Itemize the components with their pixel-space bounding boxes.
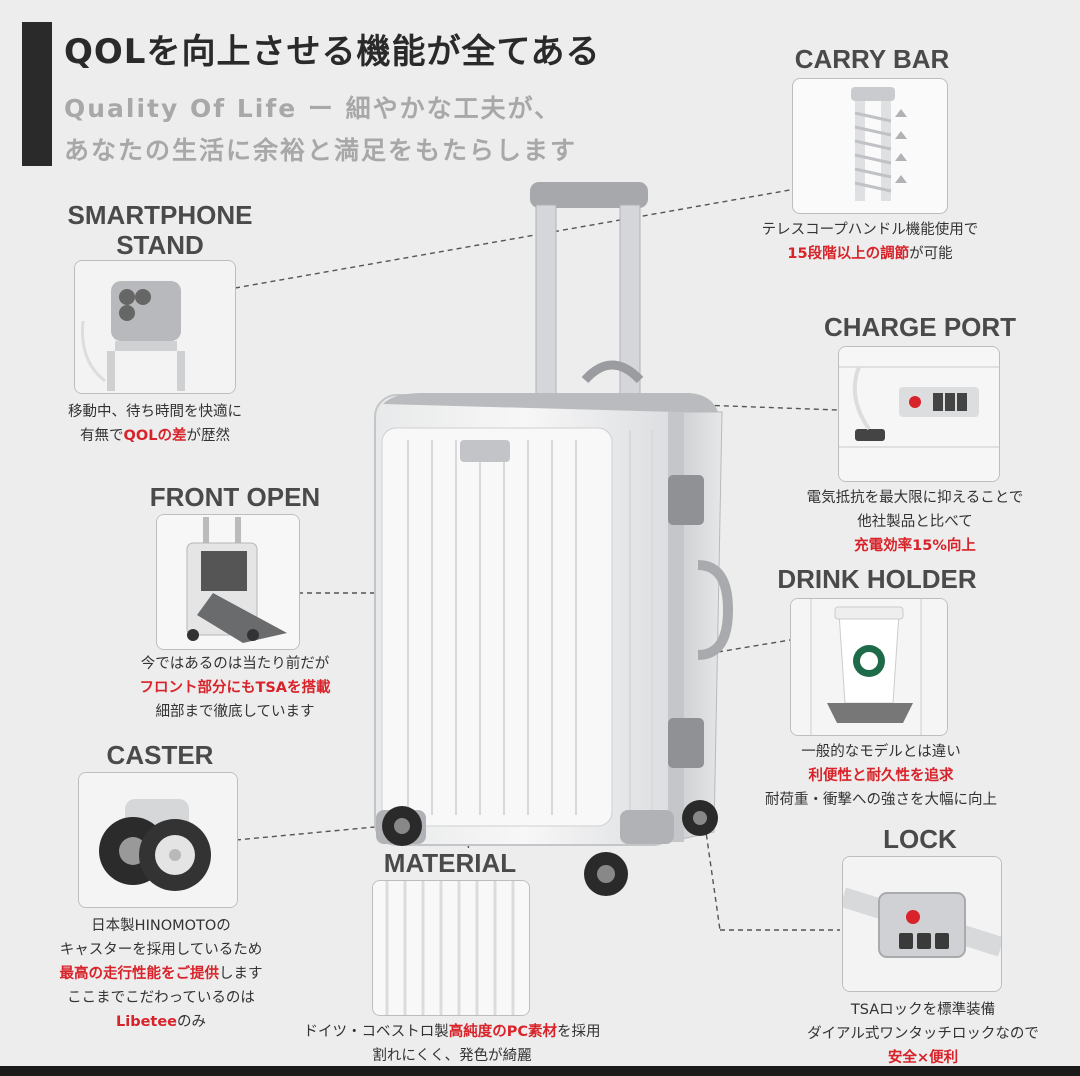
caster-label: CASTER <box>106 740 214 770</box>
subtitle-line-1: Quality Of Life ー 細やかな工夫が、 <box>64 94 562 123</box>
drink-holder-caption: 一般的なモデルとは違い 利便性と耐久性を追求 耐荷重・衝撃への強さを大幅に向上 <box>765 744 997 808</box>
smartphone-stand-photo <box>74 260 236 394</box>
carry-bar-photo <box>792 78 948 214</box>
material-label: MATERIAL <box>355 848 545 878</box>
lock-caption: TSAロックを標準装備 ダイアル式ワンタッチロックなので 安全×便利 <box>807 1002 1039 1066</box>
front-open-label: FRONT OPEN <box>149 482 321 512</box>
front-open-photo <box>156 514 300 650</box>
carry-bar-caption: テレスコープハンドル機能使用で 15段階以上の調節が可能 <box>761 222 979 262</box>
charge-port-label: CHARGE PORT <box>823 312 1017 342</box>
smartphone-stand-label: SMARTPHONE STAND <box>67 200 253 260</box>
caster-photo <box>78 772 238 908</box>
subtitle-line-2: あなたの生活に余裕と満足をもたらします <box>64 136 578 165</box>
lock-label: LOCK <box>883 824 957 854</box>
smartphone-stand-caption: 移動中、待ち時間を快適に 有無でQOLの差が歴然 <box>68 404 242 444</box>
page-subtitle: Quality Of Life ー 細やかな工夫が、 あなたの生活に余裕と満足を… <box>64 88 577 172</box>
front-open-caption: 今ではあるのは当たり前だが フロント部分にもTSAを搭載 細部まで徹底しています <box>139 656 331 720</box>
carry-bar-handle <box>530 182 648 396</box>
caster-caption: 日本製HINOMOTOの キャスターを採用しているため 最高の走行性能をご提供し… <box>59 918 263 1030</box>
material-photo <box>372 880 530 1016</box>
lock-photo <box>842 856 1002 992</box>
charge-port-photo <box>838 346 1000 482</box>
page-title: QOLを向上させる機能が全てある <box>64 32 601 72</box>
header-accent-bar <box>22 22 52 166</box>
drink-holder-photo <box>790 598 948 736</box>
bottom-border <box>0 1066 1080 1076</box>
material-caption: ドイツ・コベストロ製高純度のPC素材を採用 割れにくく、発色が綺麗 <box>303 1024 601 1064</box>
charge-port-caption: 電気抵抗を最大限に抑えることで 他社製品と比べて 充電効率15%向上 <box>806 490 1024 554</box>
carry-bar-label: CARRY BAR <box>794 44 950 74</box>
drink-holder-label: DRINK HOLDER <box>777 564 977 594</box>
